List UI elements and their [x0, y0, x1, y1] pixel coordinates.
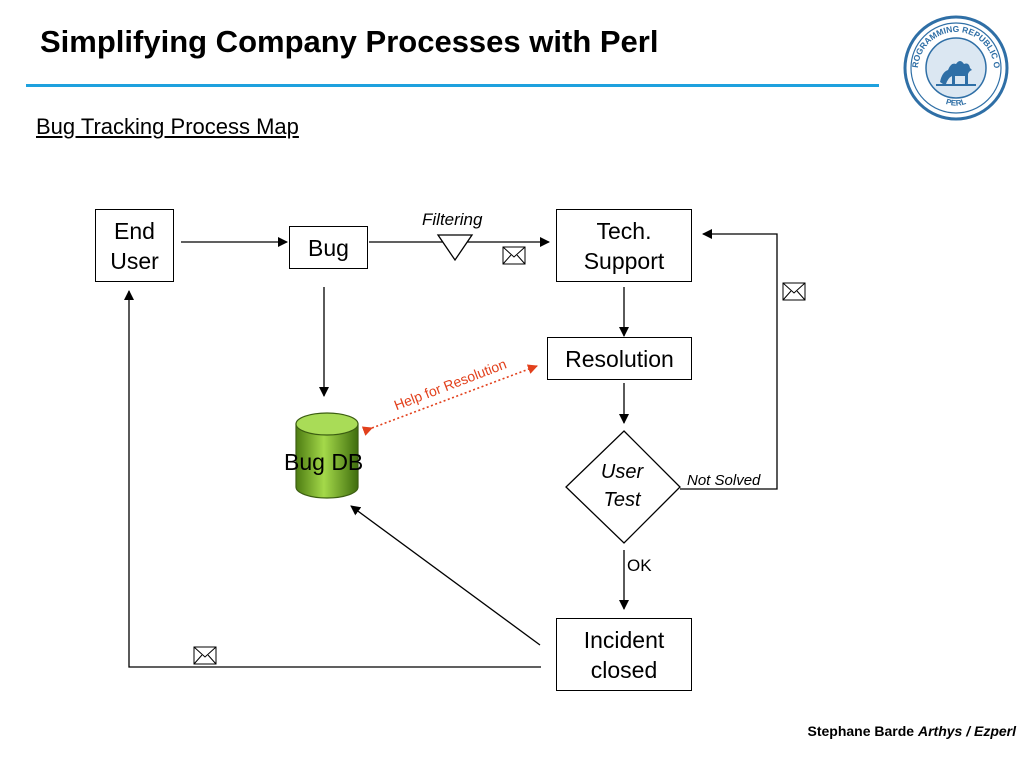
footer-company: Arthys / Ezperl — [917, 723, 1016, 739]
bug-db-cylinder — [295, 412, 359, 499]
help-resolution-label: Help for Resolution — [392, 356, 509, 414]
user-test-diamond — [565, 430, 681, 544]
incident-closed-node: Incident closed — [556, 618, 692, 691]
arrow-notsolved-to-techsupport — [680, 229, 778, 490]
svg-text:PERL: PERL — [945, 97, 967, 108]
envelope-icon — [193, 646, 217, 665]
arrow-incident-to-db — [350, 505, 541, 646]
bug-db-label: Bug DB — [284, 449, 364, 475]
envelope-icon — [782, 282, 806, 301]
bug-node: Bug — [289, 226, 368, 269]
footer-author: Stephane Barde — [807, 723, 915, 739]
page-title: Simplifying Company Processes with Perl — [40, 24, 659, 59]
not-solved-label: Not Solved — [687, 472, 761, 489]
arrow-incident-to-enduser — [124, 290, 541, 668]
filtering-label: Filtering — [422, 210, 483, 229]
camel-seal-icon — [936, 61, 976, 86]
tech-support-node: Tech. Support — [556, 209, 692, 282]
filter-triangle-icon — [436, 234, 474, 262]
user-test-label: User Test — [600, 461, 644, 511]
end-user-node: End User — [95, 209, 174, 282]
perl-republic-logo: PROGRAMMING REPUBLIC OF PERL — [902, 14, 1009, 121]
title-divider — [26, 84, 879, 87]
envelope-icon — [502, 246, 526, 265]
footer-credit: Stephane Barde Arthys / Ezperl — [807, 723, 1016, 739]
logo-bottom-text: PERL — [945, 97, 967, 108]
ok-label: OK — [627, 556, 652, 575]
diagram-subtitle: Bug Tracking Process Map — [36, 114, 299, 139]
resolution-node: Resolution — [547, 337, 692, 380]
